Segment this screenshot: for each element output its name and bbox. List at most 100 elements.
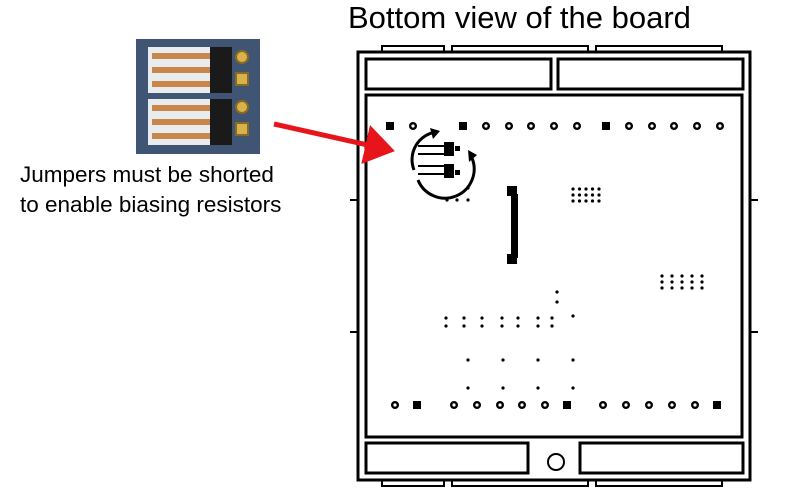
- via: [670, 280, 674, 284]
- pin-pad-square: [413, 401, 421, 409]
- via: [597, 187, 601, 191]
- pin-pad-round: [550, 121, 559, 130]
- pin-pad-round: [693, 121, 702, 130]
- via: [516, 324, 520, 328]
- red-arrow-icon: [273, 121, 395, 165]
- via: [550, 324, 554, 328]
- via: [590, 199, 595, 203]
- via: [466, 358, 470, 362]
- pin-pad-round: [691, 401, 700, 410]
- via: [660, 286, 664, 290]
- via: [500, 316, 504, 320]
- pin-pad-round: [450, 401, 459, 410]
- via: [700, 274, 704, 278]
- via: [571, 199, 575, 203]
- jumper-cap-top: [210, 47, 232, 93]
- mounting-hole: [547, 453, 565, 471]
- pin-pad-square: [563, 401, 571, 409]
- pcb-area: [364, 93, 744, 439]
- bottom-connector-left: [364, 441, 530, 475]
- via: [571, 193, 575, 197]
- diagram-title: Bottom view of the board: [348, 0, 691, 35]
- pin-pad-round: [668, 401, 677, 410]
- via: [501, 386, 505, 390]
- via: [516, 316, 520, 320]
- via: [444, 324, 448, 328]
- vertical-component: [511, 194, 518, 258]
- via: [584, 193, 588, 197]
- via: [670, 286, 674, 290]
- via: [501, 358, 505, 362]
- pin-pad-round: [625, 121, 634, 130]
- jumper-caption: Jumpers must be shorted to enable biasin…: [20, 160, 281, 220]
- via: [462, 316, 466, 320]
- pin-pad-round: [391, 401, 400, 410]
- copper-trace: [152, 67, 210, 73]
- component-pad: [507, 254, 517, 264]
- jumper-photo: [136, 39, 260, 154]
- pin-pad-round: [541, 401, 550, 410]
- via: [680, 274, 684, 278]
- pin-pad-round: [473, 401, 482, 410]
- pin-pad-round: [505, 121, 514, 130]
- via: [571, 386, 575, 390]
- via: [700, 286, 704, 290]
- caption-line-2: to enable biasing resistors: [20, 192, 282, 217]
- copper-trace: [152, 105, 210, 111]
- pad-round: [235, 100, 249, 114]
- via: [466, 386, 470, 390]
- pin-pad-round: [648, 121, 657, 130]
- copper-trace: [152, 53, 210, 59]
- pin-pad-round: [496, 401, 505, 410]
- via: [690, 274, 694, 278]
- via: [571, 358, 575, 362]
- via: [462, 324, 466, 328]
- top-connector-left: [364, 57, 553, 91]
- pin-pad-round: [622, 401, 631, 410]
- copper-trace: [152, 81, 210, 87]
- via: [571, 187, 575, 191]
- pin-pad-round: [518, 401, 527, 410]
- copper-trace: [152, 119, 210, 125]
- pad-round: [235, 50, 249, 64]
- pin-pad-round: [482, 121, 491, 130]
- copper-trace: [152, 133, 210, 139]
- via: [584, 199, 588, 203]
- component-pad: [507, 186, 517, 196]
- via: [466, 198, 470, 202]
- pin-pad-square: [459, 122, 467, 130]
- pin-pad-square: [602, 122, 610, 130]
- via: [700, 280, 704, 284]
- via: [690, 280, 694, 284]
- via: [584, 187, 588, 191]
- via: [590, 187, 595, 191]
- pin-pad-round: [716, 121, 725, 130]
- via: [577, 187, 582, 191]
- via: [536, 386, 540, 390]
- via: [577, 193, 582, 197]
- pin-pad-square: [713, 401, 721, 409]
- pin-pad-round: [599, 401, 608, 410]
- via: [555, 300, 559, 304]
- via: [500, 324, 504, 328]
- via: [660, 280, 664, 284]
- pin-pad-round: [527, 121, 536, 130]
- via: [536, 316, 540, 320]
- via: [536, 358, 540, 362]
- via: [555, 290, 559, 294]
- via: [670, 274, 674, 278]
- via: [455, 198, 459, 202]
- pin-pad-square: [386, 122, 394, 130]
- via: [550, 316, 554, 320]
- bottom-connector-right: [578, 441, 745, 475]
- pin-pads: [386, 121, 725, 410]
- pin-pad-round: [409, 121, 418, 130]
- jumper-cap-bottom: [210, 99, 232, 145]
- via: [680, 280, 684, 284]
- caption-line-1: Jumpers must be shorted: [20, 162, 274, 187]
- pin-pad-round: [645, 401, 654, 410]
- via: [690, 286, 694, 290]
- via: [597, 193, 601, 197]
- pin-pad-round: [670, 121, 679, 130]
